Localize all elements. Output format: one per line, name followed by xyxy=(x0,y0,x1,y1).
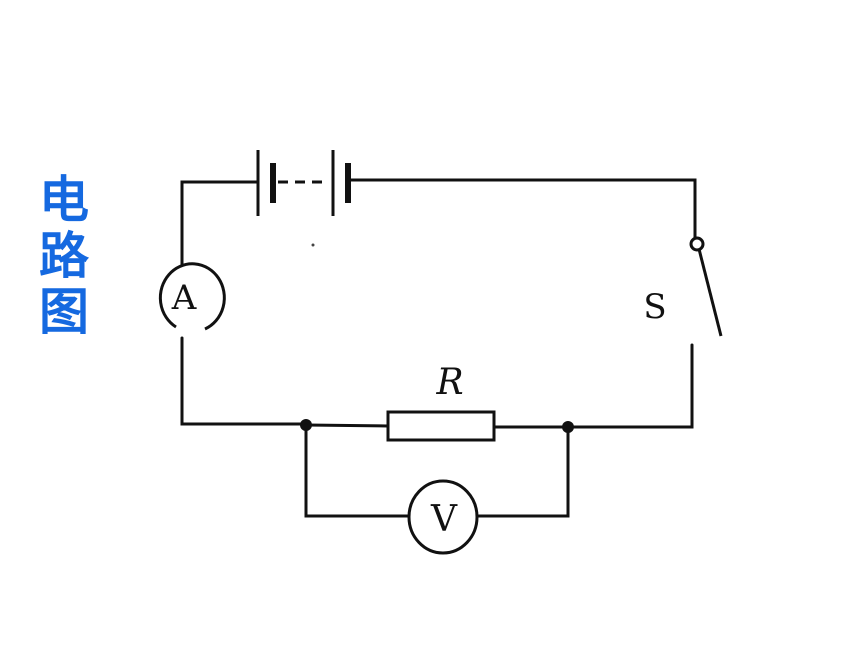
switch-label: S xyxy=(643,287,666,327)
ammeter-label: A xyxy=(171,278,197,318)
wire-top-right xyxy=(346,178,697,240)
wire-to-resistor-left xyxy=(304,423,390,428)
battery xyxy=(256,150,351,216)
voltmeter: V xyxy=(407,479,479,555)
wire-top-left xyxy=(180,180,260,267)
scan-speck xyxy=(311,243,315,247)
title-char-3: 图 xyxy=(39,283,89,341)
title-char-2: 路 xyxy=(39,227,89,285)
wire-voltmeter-branch xyxy=(304,423,570,518)
voltmeter-label: V xyxy=(430,499,458,540)
wire-right xyxy=(566,343,694,429)
ammeter: A xyxy=(158,262,226,331)
title-char-1: 电 xyxy=(39,171,89,229)
wire-left-bottom xyxy=(180,336,308,426)
switch xyxy=(689,236,723,337)
resistor-label: R xyxy=(435,362,463,403)
resistor xyxy=(386,410,496,442)
diagram-title: 电 路 图 xyxy=(34,172,94,340)
